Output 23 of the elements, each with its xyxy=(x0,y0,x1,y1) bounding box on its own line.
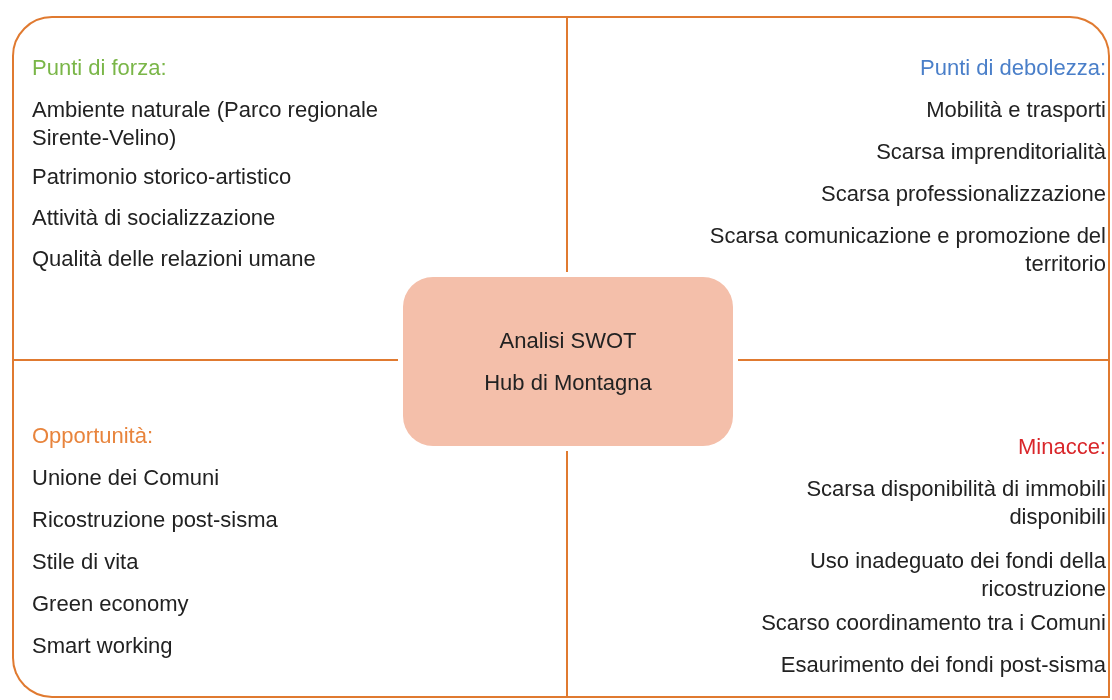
list-item: Scarso coordinamento tra i Comuni xyxy=(761,609,1106,637)
list-item: Mobilità e trasporti xyxy=(926,96,1106,124)
list-item: Ambiente naturale (Parco regionale Sirente-Velino) xyxy=(32,96,380,152)
list-item: Esaurimento dei fondi post-sisma xyxy=(780,651,1106,679)
list-item: Scarsa professionalizzazione xyxy=(821,180,1106,208)
quadrant-heading: Punti di forza: xyxy=(32,54,167,82)
quadrant-heading: Punti di debolezza: xyxy=(920,54,1106,82)
list-item: Scarsa imprenditorialità xyxy=(876,138,1106,166)
list-item: Ricostruzione post-sisma xyxy=(32,506,278,534)
quadrant-heading: Minacce: xyxy=(1017,433,1106,461)
quadrant-heading: Opportunità: xyxy=(32,422,154,450)
list-item: Scarsa disponibilità di immobili disponibili xyxy=(805,475,1106,531)
list-item: Unione dei Comuni xyxy=(32,464,220,492)
list-item: Attività di socializzazione xyxy=(32,204,276,232)
list-item: Qualità delle relazioni umane xyxy=(32,245,316,273)
list-item: Scarsa comunicazione e promozione del territorio xyxy=(708,222,1106,278)
list-item: Green economy xyxy=(32,590,189,618)
list-item: Stile di vita xyxy=(32,548,139,576)
center-title: Hub di Montagna xyxy=(484,368,652,397)
list-item: Smart working xyxy=(32,632,173,660)
center-title: Analisi SWOT xyxy=(499,326,637,355)
list-item: Patrimonio storico-artistico xyxy=(32,163,292,191)
list-item: Uso inadeguato dei fondi della ricostruzione xyxy=(809,547,1106,603)
